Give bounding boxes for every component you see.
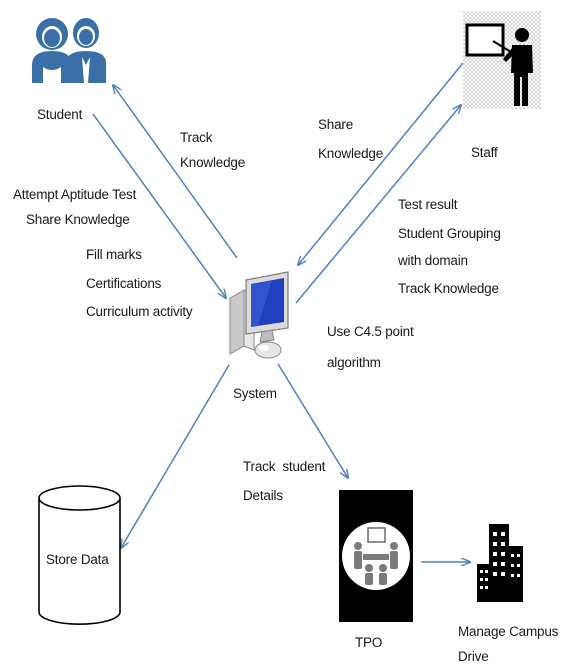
staff-label: Staff <box>471 145 498 160</box>
student-input-line1: Attempt Aptitude Test <box>13 187 137 202</box>
share-knowledge-label-line1: Share <box>318 117 354 132</box>
arrow-system-to-store <box>121 364 230 548</box>
arrow-system-to-student <box>113 85 238 259</box>
staff-output-line4: Track Knowledge <box>398 281 499 296</box>
manage-campus-line1: Manage Campus <box>458 624 559 639</box>
store-node <box>37 484 122 626</box>
staff-output-line2: Student Grouping <box>398 226 501 241</box>
meeting-icon <box>339 490 413 622</box>
share-knowledge-label-line2: Knowledge <box>318 146 384 161</box>
track-student-line1: Track student <box>243 459 326 474</box>
arrow-system-to-staff <box>295 105 461 304</box>
algorithm-note-line1: Use C4.5 point <box>327 324 414 339</box>
system-label: System <box>233 386 277 401</box>
staff-node <box>463 11 541 109</box>
student-input-line5: Curriculum activity <box>86 304 193 319</box>
track-knowledge-label-line1: Track <box>180 130 213 145</box>
buildings-icon <box>477 524 523 602</box>
tpo-label: TPO <box>355 635 383 650</box>
student-input-line3: Fill marks <box>86 247 142 262</box>
student-node <box>28 13 110 83</box>
arrow-staff-to-system <box>298 62 464 265</box>
student-label: Student <box>37 107 83 122</box>
staff-output-line3: with domain <box>398 253 468 268</box>
students-icon <box>28 13 110 83</box>
algorithm-note-line2: algorithm <box>327 355 381 370</box>
computer-icon <box>229 271 289 359</box>
manage-campus-line2: Drive <box>458 649 489 664</box>
teacher-icon <box>463 11 541 109</box>
tpo-node <box>339 490 413 622</box>
track-student-line2: Details <box>243 488 283 503</box>
system-node <box>228 270 290 362</box>
arrow-system-to-tpo <box>277 363 348 478</box>
campus-node <box>475 520 525 602</box>
arrow-student-to-system <box>92 113 226 298</box>
database-icon <box>38 485 121 625</box>
staff-output-line1: Test result <box>398 197 458 212</box>
student-input-line2: Share Knowledge <box>26 212 130 227</box>
track-knowledge-label-line2: Knowledge <box>180 155 246 170</box>
store-label: Store Data <box>46 552 109 567</box>
student-input-line4: Certifications <box>86 276 162 291</box>
